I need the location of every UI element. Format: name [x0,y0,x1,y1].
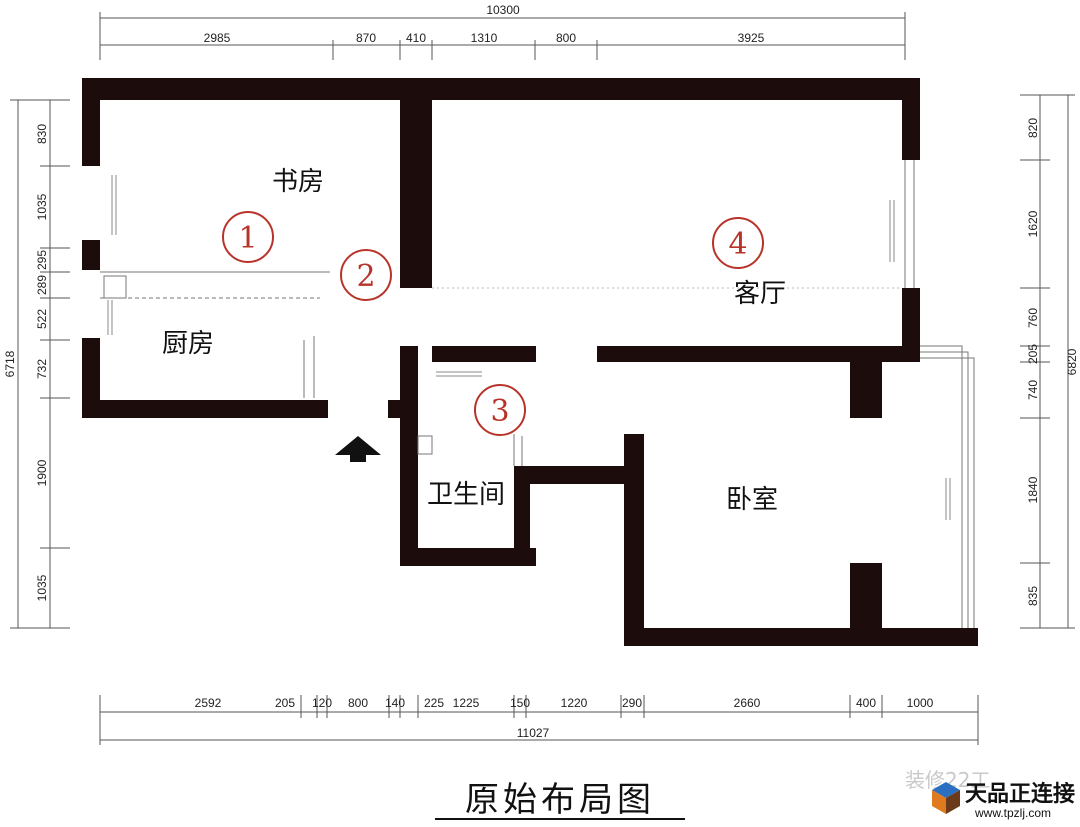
bottom-dim-7: 1225 [453,696,480,710]
bottom-dim-5: 140 [385,696,405,710]
svg-text:1: 1 [238,221,257,256]
top-dim-1: 2985 [204,31,231,45]
bottom-dim-6: 225 [424,696,444,710]
left-dim-6: 732 [35,359,49,379]
left-dim-1: 830 [35,124,49,144]
bottom-dim-12: 400 [856,696,876,710]
room-label-bathroom: 卫生间 [427,480,505,510]
bottom-dim-4: 800 [348,696,368,710]
left-dim-5: 522 [35,309,49,329]
left-dim-3: 295 [35,250,49,270]
right-dim-7: 835 [1026,586,1040,606]
bottom-dim-3: 120 [312,696,332,710]
room-label-bedroom: 卧室 [726,485,778,515]
right-dim-3: 760 [1026,308,1040,328]
radiator-icon [107,175,951,520]
right-dim-2: 1620 [1026,210,1040,237]
marker-4: 4 [712,217,764,269]
page-title: 原始布局图 [465,780,655,820]
top-dim-2: 870 [356,31,376,45]
right-total-dim: 6820 [1065,348,1079,375]
bottom-dim-2: 205 [275,696,295,710]
fixtures [100,160,975,628]
right-dimension-lines [1020,94,1075,629]
room-label-study: 书房 [272,167,324,197]
bottom-dim-10: 290 [622,696,642,710]
bottom-dim-11: 2660 [734,696,761,710]
entrance-arrow-icon [335,436,381,462]
svg-text:2: 2 [356,259,375,294]
left-dimension-lines [10,99,70,629]
left-dim-2: 1035 [35,193,49,220]
top-dimension-lines [99,12,906,60]
right-dim-5: 740 [1026,380,1040,400]
top-dim-6: 3925 [738,31,765,45]
bottom-dimension-lines [99,695,979,745]
bottom-dim-13: 1000 [907,696,934,710]
svg-text:3: 3 [490,394,509,429]
top-dim-3: 410 [406,31,426,45]
bottom-total-dim: 11027 [517,726,550,740]
bottom-dim-9: 1220 [561,696,588,710]
top-total-dim: 10300 [486,3,520,17]
walls [82,78,978,646]
top-dim-4: 1310 [471,31,498,45]
right-dim-4: 205 [1026,344,1040,364]
left-total-dim: 6718 [3,350,17,377]
brand-logo-icon [932,782,960,814]
bottom-dim-1: 2592 [195,696,222,710]
left-dim-4: 289 [35,275,49,295]
right-dim-6: 1840 [1026,476,1040,503]
left-dim-8: 1035 [35,574,49,601]
room-label-kitchen: 厨房 [162,329,214,359]
bottom-dim-8: 150 [510,696,530,710]
title-underline [435,818,685,820]
brand-name: 天品正连接 [965,782,1076,807]
top-dim-5: 800 [556,31,576,45]
right-dim-1: 820 [1026,118,1040,138]
marker-1: 1 [222,211,274,263]
marker-2: 2 [340,249,392,301]
brand-url: www.tpzlj.com [975,806,1052,820]
room-label-living: 客厅 [734,279,786,309]
left-dim-7: 1900 [35,459,49,486]
marker-3: 3 [474,384,526,436]
svg-text:4: 4 [728,227,747,262]
